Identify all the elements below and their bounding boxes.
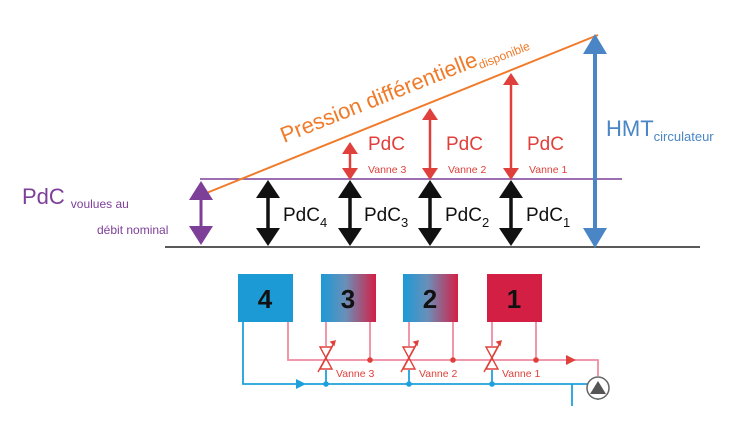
terminal-unit-2: 2 [403, 274, 458, 322]
slope-label: Pression différentielledisponible [277, 27, 533, 150]
terminal-unit-1-number: 1 [507, 284, 521, 314]
pdc-label-1: PdC1 [526, 205, 570, 230]
valve-label-3: Vanne 3 [336, 368, 374, 380]
pdc-label-4: PdC4 [283, 205, 327, 230]
hmt-arrow [583, 34, 607, 248]
pdc-arrow-4 [256, 180, 280, 246]
pdc-arrow-2 [418, 180, 442, 246]
supply-flow-arrow [296, 379, 306, 389]
supply-pipe [242, 322, 599, 406]
supply-pipe-junctions [323, 381, 495, 387]
pdc-label-3: PdC3 [364, 205, 408, 230]
terminal-unit-1: 1 [487, 274, 542, 322]
terminal-unit-4: 4 [238, 274, 293, 322]
terminal-unit-3: 3 [321, 274, 376, 322]
circulator-pump-icon [586, 376, 610, 400]
valve-label-1: Vanne 1 [502, 368, 540, 380]
pdc-label-2: PdC2 [445, 205, 489, 230]
pdc-arrow-3 [338, 180, 362, 246]
desired-loss-arrow [189, 181, 213, 245]
valve-loss-label-3-main: PdC [368, 134, 405, 155]
valve-loss-label-1-main: PdC [527, 134, 564, 155]
valve-loss-label-3-sub: Vanne 3 [368, 164, 406, 176]
desired-loss-sub2: débit nominal [97, 223, 168, 237]
return-flow-arrow [566, 355, 576, 365]
return-pipe-junctions [367, 357, 539, 363]
valve-label-2: Vanne 2 [419, 368, 457, 380]
hmt-label: HMTcirculateur [606, 116, 714, 144]
control-valve-icon-2 [400, 340, 419, 373]
terminal-unit-3-number: 3 [341, 284, 355, 314]
valve-loss-arrow-1 [503, 73, 519, 180]
slope-label-sub: disponible [476, 39, 532, 72]
terminal-unit-2-number: 2 [423, 284, 437, 314]
slope-label-main: Pression différentielle [277, 47, 481, 148]
valve-loss-arrow-2 [422, 108, 438, 180]
control-valve-icon-1 [483, 340, 502, 373]
valve-loss-label-1-sub: Vanne 1 [529, 164, 567, 176]
desired-loss-label: PdC voulues au [22, 184, 129, 211]
desired-loss-main: PdC [22, 184, 65, 209]
terminal-unit-4-number: 4 [258, 284, 273, 314]
valve-loss-label-2-sub: Vanne 2 [448, 164, 486, 176]
desired-loss-sub1: voulues au [71, 197, 129, 211]
pdc-arrow-1 [499, 180, 523, 246]
valve-loss-label-2-main: PdC [446, 134, 483, 155]
available-pressure-line [203, 34, 599, 195]
return-pipe [287, 322, 599, 376]
valve-loss-arrow-3 [342, 142, 358, 180]
control-valve-icon-3 [317, 340, 336, 373]
